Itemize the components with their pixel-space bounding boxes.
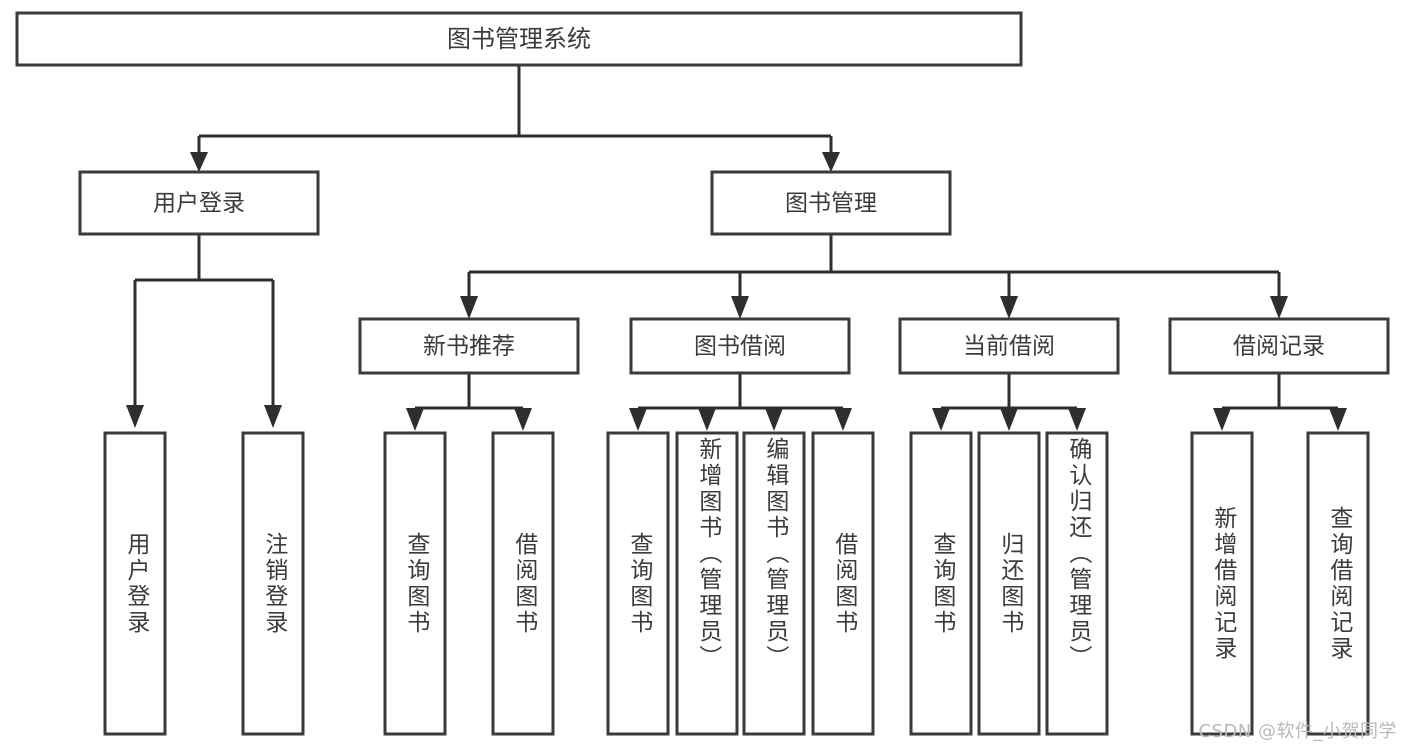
watermark: CSDN @软件_小贺同学 bbox=[1198, 721, 1397, 742]
node-root-label: 图书管理系统 bbox=[447, 25, 591, 53]
leaf-query-book-2-box[interactable] bbox=[606, 431, 670, 736]
leaf-user-logout-box[interactable] bbox=[241, 431, 305, 736]
node-root-box[interactable] bbox=[15, 11, 1023, 67]
arrowhead-book-borrow bbox=[731, 296, 749, 319]
arrowhead-leaf-return-book bbox=[1000, 408, 1018, 431]
connectors bbox=[126, 66, 1347, 431]
leaf-query-book-1-box[interactable] bbox=[383, 431, 447, 736]
node-new-book-recommend-box[interactable] bbox=[358, 317, 580, 375]
node-borrow-record-label: 借阅记录 bbox=[1233, 334, 1325, 360]
arrowhead-leaf-borrow-book-1 bbox=[514, 408, 532, 431]
leaf-query-record-box[interactable] bbox=[1306, 431, 1370, 736]
node-user-login-label: 用户登录 bbox=[153, 191, 245, 217]
leaf-borrow-book-1-box[interactable] bbox=[491, 431, 555, 736]
arrowhead-borrow-record bbox=[1270, 296, 1288, 319]
leaf-add-record-box[interactable] bbox=[1190, 431, 1254, 736]
arrowhead-leaf-confirm-return bbox=[1068, 408, 1086, 431]
arrowhead-leaf-query-book-3 bbox=[932, 408, 950, 431]
node-borrow-record[interactable]: 借阅记录 bbox=[1168, 317, 1390, 375]
node-current-borrow-box[interactable] bbox=[898, 317, 1120, 375]
arrowhead-current-borrow bbox=[1000, 296, 1018, 319]
node-borrow-record-box[interactable] bbox=[1168, 317, 1390, 375]
arrowhead-book-manage bbox=[822, 152, 840, 172]
node-root[interactable]: 图书管理系统 bbox=[15, 11, 1023, 67]
arrowhead-leaf-query-book-2 bbox=[629, 408, 647, 431]
node-book-manage-box[interactable] bbox=[710, 170, 952, 236]
arrowhead-leaf-user-login bbox=[126, 405, 144, 428]
arrowhead-leaf-borrow-book-2 bbox=[834, 408, 852, 431]
node-new-book-recommend-label: 新书推荐 bbox=[423, 334, 515, 360]
node-new-book-recommend[interactable]: 新书推荐 bbox=[358, 317, 580, 375]
node-current-borrow[interactable]: 当前借阅 bbox=[898, 317, 1120, 375]
leaf-borrow-book-2-box[interactable] bbox=[811, 431, 875, 736]
node-book-manage-label: 图书管理 bbox=[785, 191, 877, 217]
leaf-confirm-return-box[interactable] bbox=[1045, 431, 1109, 736]
node-book-manage[interactable]: 图书管理 bbox=[710, 170, 952, 236]
arrowhead-leaf-query-book-1 bbox=[406, 408, 424, 431]
node-book-borrow-label: 图书借阅 bbox=[694, 334, 786, 360]
leaf-user-login-box[interactable] bbox=[103, 431, 167, 736]
arrowhead-new-book-recommend bbox=[460, 296, 478, 319]
node-user-login[interactable]: 用户登录 bbox=[78, 170, 320, 236]
arrowhead-leaf-add-book bbox=[698, 408, 716, 431]
arrowhead-user-login bbox=[190, 152, 208, 172]
leaf-add-book-box[interactable] bbox=[675, 431, 739, 736]
arrowhead-leaf-query-record bbox=[1329, 408, 1347, 431]
leaf-boxes bbox=[103, 431, 1370, 736]
arrowhead-leaf-user-logout bbox=[264, 405, 282, 428]
leaf-return-book-box[interactable] bbox=[977, 431, 1041, 736]
arrowhead-leaf-edit-book bbox=[765, 408, 783, 431]
node-current-borrow-label: 当前借阅 bbox=[963, 334, 1055, 360]
node-book-borrow[interactable]: 图书借阅 bbox=[629, 317, 851, 375]
node-book-borrow-box[interactable] bbox=[629, 317, 851, 375]
leaf-edit-book-box[interactable] bbox=[742, 431, 806, 736]
arrowhead-leaf-add-record bbox=[1213, 408, 1231, 431]
leaf-query-book-3-box[interactable] bbox=[909, 431, 973, 736]
node-user-login-box[interactable] bbox=[78, 170, 320, 236]
